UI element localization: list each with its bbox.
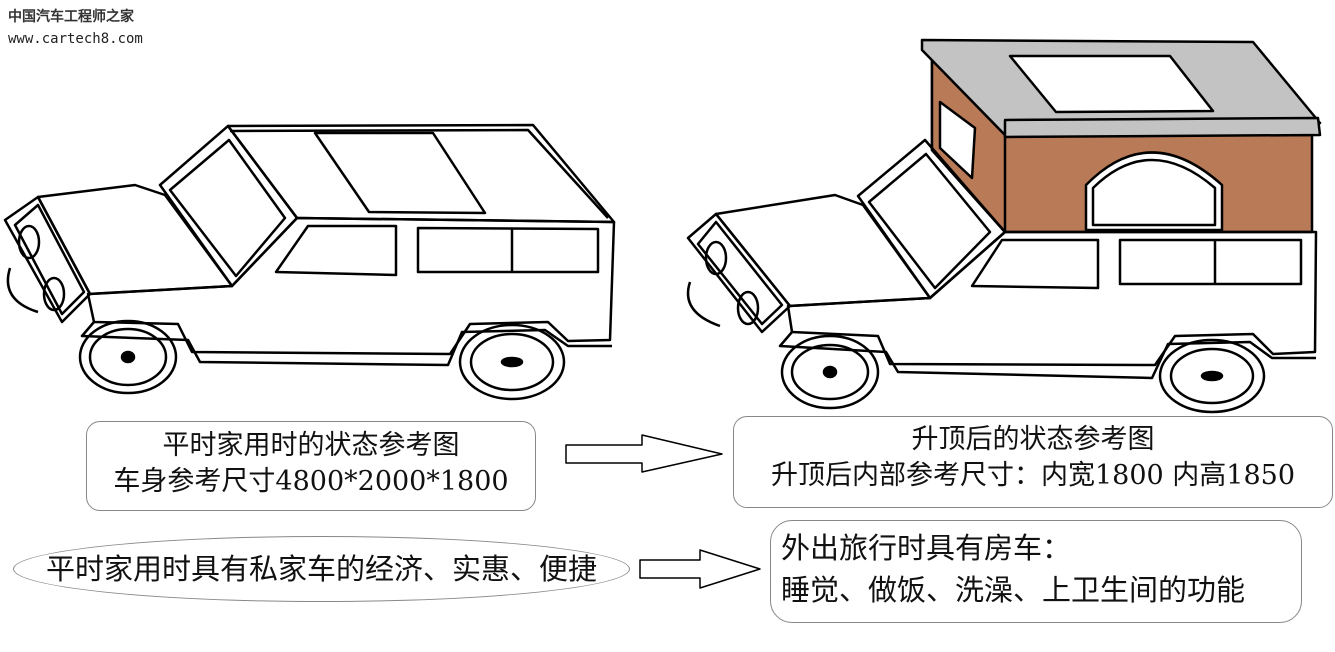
raised-state-dimensions: 升顶后内部参考尺寸：内宽1800 内高1850 (770, 460, 1295, 491)
travel-line1: 外出旅行时具有房车： (781, 531, 1072, 565)
car-raised-drawing (686, 38, 1322, 414)
normal-state-caption: 平时家用时的状态参考图 车身参考尺寸4800*2000*1800 (86, 421, 536, 511)
arrow-top (565, 434, 723, 473)
normal-state-title: 平时家用时的状态参考图 (162, 430, 460, 461)
travel-caption: 外出旅行时具有房车： 睡觉、做饭、洗澡、上卫生间的功能 (770, 520, 1302, 623)
watermark-url: www.cartech8.com (8, 31, 143, 47)
raised-state-caption: 升顶后的状态参考图 升顶后内部参考尺寸：内宽1800 内高1850 (733, 416, 1333, 508)
benefit-caption: 平时家用时具有私家车的经济、实惠、便捷 (13, 536, 630, 602)
travel-line2: 睡觉、做饭、洗澡、上卫生间的功能 (781, 573, 1246, 607)
arrow-bottom (639, 549, 761, 589)
car-normal-drawing (3, 123, 616, 401)
benefit-text: 平时家用时具有私家车的经济、实惠、便捷 (45, 552, 597, 586)
normal-state-dimensions: 车身参考尺寸4800*2000*1800 (113, 466, 509, 497)
raised-state-title: 升顶后的状态参考图 (911, 424, 1155, 455)
watermark-site-name: 中国汽车工程师之家 (8, 9, 134, 25)
